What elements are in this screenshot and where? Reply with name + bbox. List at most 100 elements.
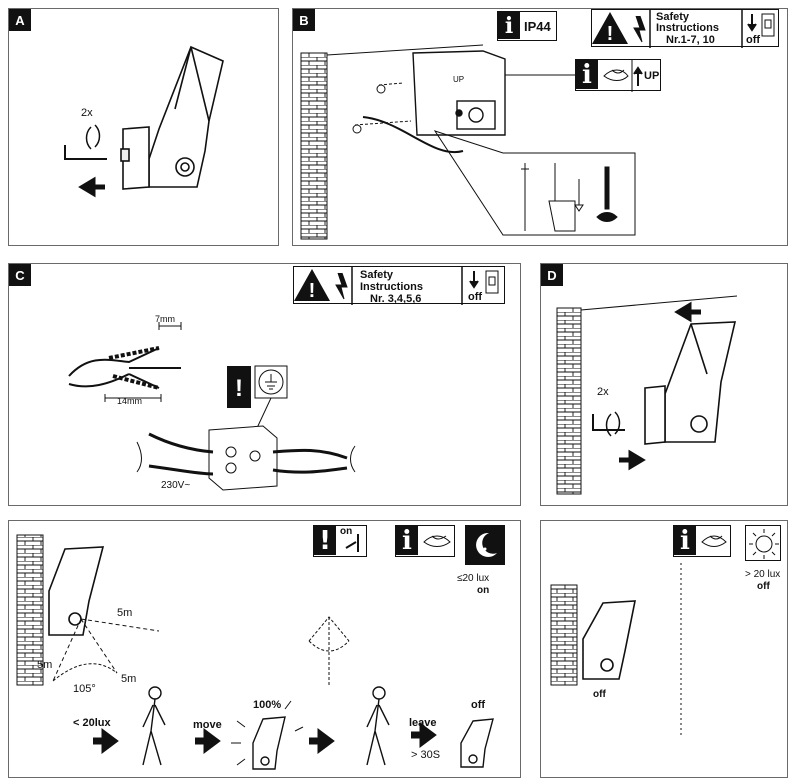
screw-count: 2x: [81, 107, 93, 119]
eye-icon: [603, 69, 629, 81]
eye-icon: [423, 535, 451, 547]
panel-e: ! on i ≤20 lux on: [8, 520, 521, 778]
range-label: 5m: [37, 659, 53, 671]
screw-count: 2x: [597, 386, 609, 398]
panel-label: B: [293, 9, 315, 31]
step-30s: > 30S: [411, 749, 441, 761]
screwdriver-icon: [596, 166, 618, 222]
info-icon: i: [498, 12, 520, 39]
panel-label: A: [9, 9, 31, 31]
lux-low-label: ≤20 lux: [457, 573, 490, 584]
ip44-box: i IP44: [497, 11, 557, 41]
ground-icon: [258, 369, 284, 395]
lamp-removal-figure: [64, 45, 224, 198]
lamp-mounting-figure: [556, 295, 738, 495]
up-arrow-icon: [633, 66, 643, 86]
safety-box: ! Safety Instructions Nr. 3,4,5,6 off: [293, 266, 505, 305]
safety-box: ! Safety Instructions Nr.1-7, 10 off: [591, 9, 779, 48]
on-tag: on: [340, 526, 353, 537]
rotate-icon: [605, 411, 621, 437]
brick-wall: [16, 534, 44, 686]
mounting-plate: [412, 50, 506, 136]
up-label: UP: [644, 70, 660, 82]
switch-icon: [345, 534, 359, 552]
strip-length-14: 14mm: [117, 396, 143, 406]
sun-box: [745, 525, 781, 561]
off-label: off: [468, 291, 483, 303]
angle-label: 105°: [73, 683, 96, 695]
warning-box: !: [227, 365, 288, 408]
rotate-icon: [85, 124, 101, 150]
lightning-icon: [633, 15, 646, 43]
left-arrow-icon: [674, 301, 701, 323]
safety-title: Safety Instructions: [360, 269, 423, 293]
step-lux: < 20lux: [73, 717, 111, 729]
wiring-figure: !: [68, 322, 356, 491]
warning-icon: [592, 12, 628, 44]
breaker-icon: [761, 13, 775, 37]
sun-icon: [749, 529, 779, 559]
range-label: 5m: [117, 607, 133, 619]
info-eye-box: i: [673, 525, 731, 557]
off-label: off: [593, 689, 606, 700]
drill-icon: [548, 163, 576, 232]
lamp-icon: [48, 546, 105, 636]
lamp-icon: [460, 718, 494, 768]
step-move: move: [193, 719, 222, 731]
daylight-figure: [550, 563, 682, 735]
panel-f: i > 20 lux off off: [540, 520, 788, 778]
brick-wall: [550, 584, 578, 686]
svg-text:!: !: [309, 280, 316, 302]
panel-b: B i IP44 ! Safety Instructions Nr.1-7, 1…: [292, 8, 788, 246]
allen-key-icon: [64, 145, 107, 160]
voltage-label: 230V~: [161, 480, 191, 491]
right-arrow-icon: [195, 728, 221, 754]
person-icon: [142, 686, 166, 766]
cable: [148, 432, 348, 476]
eye-icon: [701, 535, 727, 547]
panel-label: C: [9, 264, 31, 286]
brick-wall: [300, 52, 328, 240]
wall-plug-icon: [574, 179, 584, 212]
step-leave: leave: [409, 717, 437, 729]
warning-icon: [294, 269, 330, 301]
panel-d: D 2x: [540, 263, 788, 506]
panel-c: C ! Safety Instructions Nr. 3,4,5,6 off …: [8, 263, 521, 506]
ip-rating: IP44: [524, 19, 551, 34]
svg-text:!: !: [235, 375, 243, 402]
step-100: 100%: [253, 699, 282, 711]
brick-wall: [556, 307, 582, 495]
right-arrow-icon: [619, 449, 646, 471]
safety-title: Safety Instructions: [656, 11, 719, 34]
info-up-box: i UP: [575, 59, 661, 92]
person-icon: [366, 686, 390, 766]
info-icon: i: [674, 526, 696, 556]
cable: [362, 116, 464, 154]
info-icon: i: [396, 526, 418, 556]
moon-icon: [465, 525, 505, 565]
on-label: on: [477, 585, 490, 596]
off-label: off: [746, 34, 761, 46]
lightning-icon: [335, 272, 348, 300]
right-arrow-icon: [309, 728, 335, 754]
light-rays: [231, 700, 304, 766]
down-arrow-icon: [469, 271, 479, 289]
left-arrow-icon: [78, 176, 105, 198]
panel-label: D: [541, 264, 563, 286]
step-off: off: [471, 699, 486, 711]
info-icon: i: [576, 60, 598, 90]
lamp-icon: [252, 716, 286, 770]
panel-a: A 2x: [8, 8, 279, 246]
off-label: off: [757, 581, 770, 592]
mounting-figure: [300, 44, 636, 240]
on-box: ! on: [313, 525, 367, 557]
breaker-icon: [485, 270, 499, 294]
range-label: 5m: [121, 673, 137, 685]
lamp-icon: [644, 321, 737, 445]
lamp-icon: [120, 45, 224, 190]
plate-up-label: UP: [453, 75, 465, 84]
safety-ref: Nr.1-7, 10: [666, 34, 715, 46]
sensor-figure: [16, 534, 494, 770]
warning-icon: !: [314, 526, 336, 556]
down-arrow-icon: [747, 14, 757, 32]
